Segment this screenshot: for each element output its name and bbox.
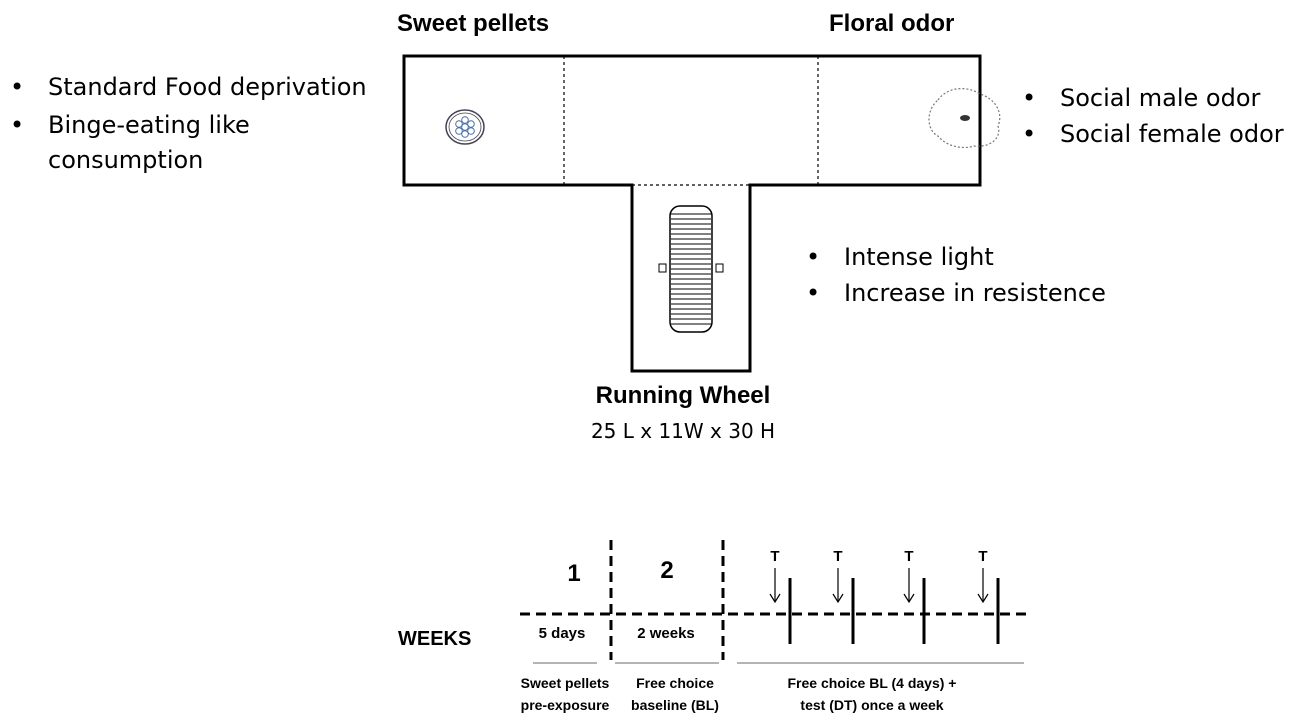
weeks-label: WEEKS: [398, 628, 471, 650]
right-item-2: Social female odor: [1060, 120, 1284, 148]
bullet: •: [1022, 84, 1036, 112]
apparatus-outline: [402, 54, 982, 373]
running-wheel-icon: [658, 205, 724, 333]
left-item-3: consumption: [48, 146, 203, 174]
bullet: •: [10, 111, 24, 139]
middle-item-1: Intense light: [844, 243, 994, 271]
phase-1-duration: 5 days: [539, 625, 586, 642]
bullet: •: [806, 243, 820, 271]
sweet-pellets-label: Sweet pellets: [397, 10, 549, 37]
bullet: •: [806, 279, 820, 307]
middle-item-2: Increase in resistence: [844, 279, 1106, 307]
phase-2-caption-line-1: Free choice: [636, 675, 714, 691]
test-arrow-icon: [977, 593, 989, 604]
t-maze-apparatus: [402, 54, 982, 373]
floral-odor-label: Floral odor: [829, 10, 954, 37]
test-marker-label: T: [904, 548, 913, 565]
test-marker-label: T: [770, 548, 779, 565]
phase-3-caption-line-2: test (DT) once a week: [800, 697, 943, 713]
phase-2-caption-line-2: baseline (BL): [631, 697, 719, 713]
pellet-dish-icon: [445, 109, 485, 145]
test-marker-label: T: [833, 548, 842, 565]
running-wheel-dimensions: 25 L x 11W x 30 H: [591, 419, 775, 443]
test-marker-label: T: [978, 548, 987, 565]
timeline-captions: Sweet pellets pre-exposure Free choice b…: [521, 675, 957, 713]
left-item-2: Binge-eating like: [48, 111, 250, 139]
timeline: WEEKS 1 2 5 days 2 weeks T T T T Sweet pell…: [398, 540, 1028, 713]
test-arrow-icon: [903, 593, 915, 604]
phase-2-number: 2: [660, 557, 673, 584]
bullet: •: [10, 73, 24, 101]
wheel-condition-list: • Intense light • Increase in resistence: [806, 243, 1106, 307]
right-item-1: Social male odor: [1060, 84, 1261, 112]
bullet: •: [1022, 120, 1036, 148]
phase-3-caption-line-1: Free choice BL (4 days) +: [788, 675, 957, 691]
running-wheel-title: Running Wheel: [596, 382, 771, 409]
odor-source-icon: [928, 88, 1001, 149]
phase-1-number: 1: [567, 560, 580, 587]
test-arrow-icon: [769, 593, 781, 604]
phase-2-duration: 2 weeks: [637, 625, 695, 642]
left-item-1: Standard Food deprivation: [48, 73, 367, 101]
phase-1-caption-line-2: pre-exposure: [521, 697, 610, 713]
phase-1-caption-line-1: Sweet pellets: [521, 675, 610, 691]
test-arrow-icon: [832, 593, 844, 604]
left-condition-list: • Standard Food deprivation • Binge-eati…: [10, 73, 367, 174]
right-condition-list: • Social male odor • Social female odor: [1022, 84, 1284, 148]
